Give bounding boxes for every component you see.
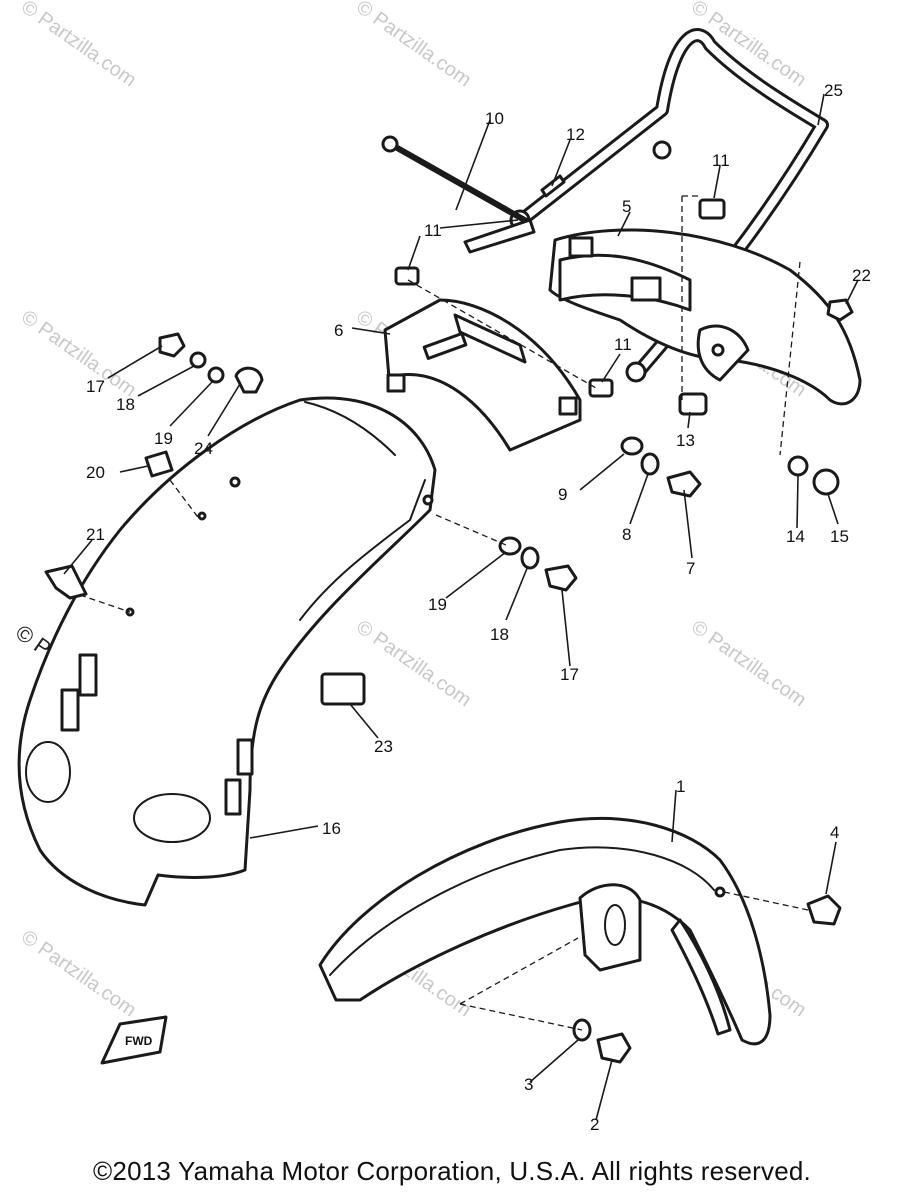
callout-17: 17 [560,665,579,684]
part-bolt [596,1032,632,1064]
watermark: © Partzilla.com [352,0,475,91]
callout-22: 22 [852,266,871,285]
part-washer [787,455,809,477]
callout-18: 18 [490,625,509,644]
part-bolt [588,378,614,398]
callout-19: 19 [154,429,173,448]
part-bolt [158,332,186,358]
part-nut [678,392,708,416]
callout-11: 11 [424,221,442,240]
callout-6: 6 [334,321,343,340]
fwd-arrow-icon: FWD [100,1015,168,1065]
callout-8: 8 [622,525,631,544]
callout-4: 4 [830,823,839,842]
callout-24: 24 [194,439,213,458]
part-reflector [320,672,366,706]
callout-labels: 10 12 25 11 5 11 6 22 11 13 9 8 7 14 15 … [86,81,871,1134]
part-fender-bracket [383,298,582,452]
part-bolt [544,564,578,592]
fwd-label: FWD [125,1034,153,1048]
callout-15: 15 [830,527,849,546]
part-cap-nut [826,298,854,322]
part-bolt [666,470,702,498]
watermark: © Partzilla.com [17,0,140,91]
part-rear-fender [548,228,862,406]
watermark: © Partzilla.com [687,616,810,711]
part-nut [812,468,840,496]
callout-14: 14 [786,527,805,546]
callout-21: 21 [86,525,105,544]
part-bolt [806,894,842,926]
part-long-bolt [381,135,536,254]
callout-13: 13 [676,431,695,450]
callout-23: 23 [374,737,393,756]
callout-9: 9 [558,485,567,504]
watermark: © Partzilla.com [17,926,140,1021]
part-washer [498,536,522,556]
callout-20: 20 [86,463,105,482]
part-washer [520,546,540,570]
watermark: © Partzilla.com [352,616,475,711]
callout-7: 7 [686,559,695,578]
callout-11: 11 [712,151,730,170]
copyright-notice: ©2013 Yamaha Motor Corporation, U.S.A. A… [93,1156,811,1186]
part-bolt [394,266,420,286]
part-washer [620,436,644,456]
callout-2: 2 [590,1115,599,1134]
callout-5: 5 [622,197,631,216]
part-clip [234,366,264,394]
callout-25: 25 [824,81,843,100]
part-washer [189,351,207,369]
part-front-fender [318,816,772,1046]
part-bolt [698,198,726,220]
part-clamp [44,564,88,600]
part-grommet [144,450,174,478]
callout-18: 18 [116,395,135,414]
part-fender-cover [17,396,437,907]
callout-11: 11 [614,335,632,354]
part-washer [207,366,225,384]
part-washer [640,452,660,476]
callout-17: 17 [86,377,105,396]
callout-19: 19 [428,595,447,614]
callout-3: 3 [524,1075,533,1094]
callout-1: 1 [676,777,685,796]
leader-lines [63,93,859,1121]
callout-10: 10 [485,109,504,128]
watermark: © Partzilla.com [17,306,140,401]
callout-16: 16 [322,819,341,838]
callout-12: 12 [566,125,585,144]
alignment-lines [79,195,809,1031]
